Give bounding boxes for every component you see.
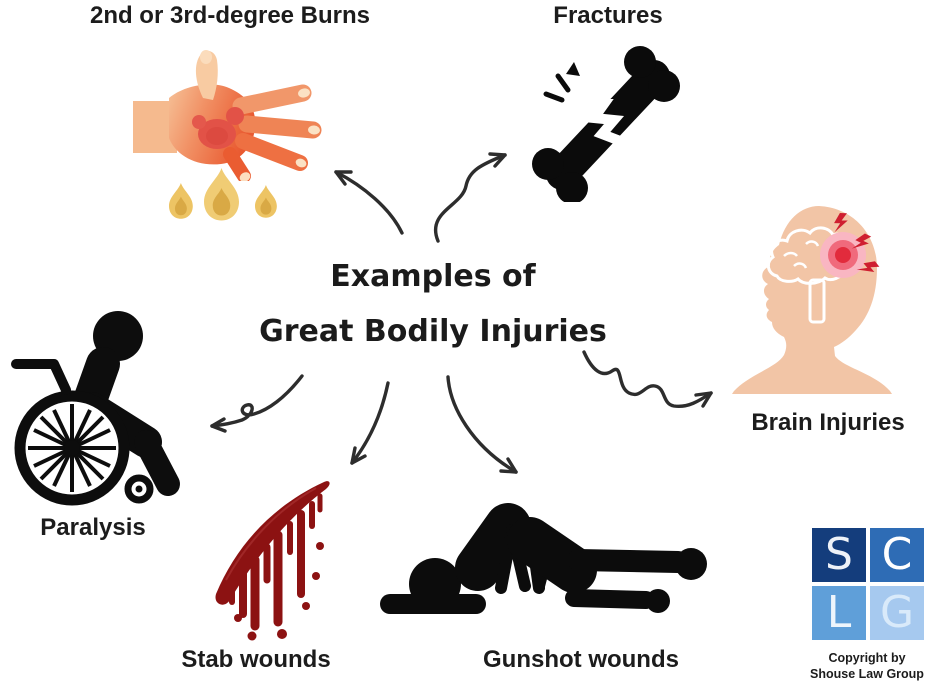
burned-hand-icon — [133, 50, 322, 181]
arrow-to-stab-wounds — [350, 381, 390, 465]
arrow-to-gunshot-wounds — [446, 375, 518, 474]
sclg-logo: S C L G — [812, 528, 924, 640]
flames-icon — [169, 168, 277, 221]
copyright-line-2: Shouse Law Group — [810, 667, 924, 681]
fractures-label: Fractures — [553, 2, 663, 29]
paralysis-label: Paralysis — [40, 514, 146, 541]
arrow-to-paralysis — [210, 374, 304, 433]
copyright-line-1: Copyright by — [828, 651, 906, 665]
push-handle — [11, 359, 71, 395]
blood-drips — [229, 493, 323, 631]
wheelchair-icon — [11, 311, 180, 506]
stab-wounds-label: Stab wounds — [181, 646, 331, 673]
page-title: Examples of Great Bodily Injuries — [183, 249, 683, 359]
blood-slash-icon — [215, 481, 330, 641]
gunshot-wounds-label: Gunshot wounds — [483, 646, 679, 673]
arrow-to-burns — [334, 170, 404, 235]
head-brain-injury-icon — [732, 206, 892, 394]
brain-stem — [808, 278, 826, 324]
head-silhouette — [732, 206, 892, 394]
logo-square-l: L — [812, 586, 866, 640]
logo-square-s: S — [812, 528, 866, 582]
arrow-to-brain-injuries — [582, 350, 713, 409]
arrow-to-fractures — [434, 152, 507, 243]
logo-square-c: C — [870, 528, 924, 582]
fracture-crack — [584, 99, 630, 149]
brain-injuries-label: Brain Injuries — [751, 409, 905, 436]
pain-bolts-icon — [834, 213, 880, 272]
impact-point — [820, 232, 866, 278]
copyright-note: Copyright by Shouse Law Group — [782, 650, 943, 682]
title-line-1: Examples of — [330, 259, 536, 294]
fallen-person-icon — [380, 503, 707, 614]
title-line-2: Great Bodily Injuries — [259, 314, 607, 349]
broken-bone-icon — [532, 46, 680, 202]
burns-label: 2nd or 3rd-degree Burns — [89, 2, 371, 29]
logo-square-g: G — [870, 586, 924, 640]
